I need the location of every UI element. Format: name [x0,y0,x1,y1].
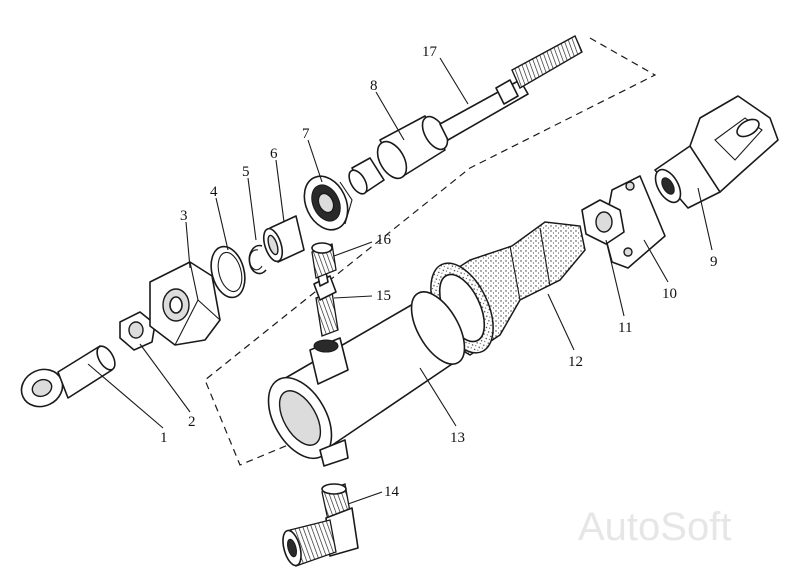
part-1-eye-bolt [20,345,116,408]
callout-5: 5 [242,164,250,180]
part-11-nut [581,199,625,245]
leader-2 [139,343,191,413]
assembly-dashed-outline [204,37,657,466]
callout-7: 7 [302,126,310,142]
leader-16 [333,241,373,257]
callout-4: 4 [210,184,218,200]
callout-15: 15 [376,288,391,304]
part-5-snap-ring [248,244,267,275]
leader-6 [275,159,285,223]
callout-17: 17 [422,44,438,60]
leader-10 [643,239,669,283]
leader-7 [307,139,323,183]
callout-2: 2 [188,414,196,430]
callout-3: 3 [180,208,188,224]
leader-1 [87,363,164,429]
watermark-text: AutoSoft [578,505,731,549]
part-14-elbow-fitting [282,483,359,567]
part-8-piston [348,115,449,195]
leader-11 [605,239,625,317]
leader-15 [333,295,373,299]
leader-8 [375,91,405,141]
callout-8: 8 [370,78,378,94]
part-9-clevis [654,95,779,209]
part-7-bearing [303,175,353,231]
callout-11: 11 [618,320,632,336]
part-6-bushing [262,215,305,263]
callout-10: 10 [662,286,677,302]
part-4-o-ring [210,245,246,299]
part-17-push-rod [439,35,583,141]
leader-5 [247,177,257,241]
callout-12: 12 [568,354,583,370]
part-13-cylinder-body [267,291,466,467]
callout-16: 16 [376,232,392,248]
leader-9 [697,187,713,251]
leader-3 [185,221,191,269]
callout-labels: 1 2 3 4 5 6 7 8 9 10 11 12 13 14 15 16 1… [160,44,718,500]
leader-14 [347,491,383,505]
callout-9: 9 [710,254,718,270]
leader-13 [419,367,457,427]
leader-12 [547,293,575,351]
callout-1: 1 [160,430,168,446]
part-2-nut [119,311,156,351]
part-15-bleed-fitting [313,271,339,337]
leader-4 [215,197,229,251]
callout-14: 14 [384,484,400,500]
part-16-cap [311,242,337,279]
part-3-hex-nut [149,261,221,346]
callout-6: 6 [270,146,278,162]
leader-lines [87,57,713,505]
callout-13: 13 [450,430,465,446]
leader-17 [439,57,469,105]
